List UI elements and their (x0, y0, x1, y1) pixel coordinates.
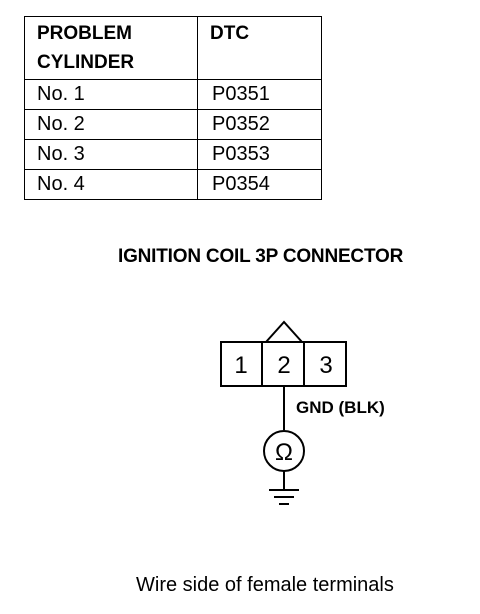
connector-key (265, 320, 303, 343)
header-dtc: DTC (197, 16, 322, 80)
table-header-row: PROBLEM CYLINDER DTC (24, 16, 322, 80)
table-row: No. 3 P0353 (24, 139, 322, 170)
table-row: No. 4 P0354 (24, 169, 322, 200)
pin-1-label: 1 (234, 352, 247, 379)
cylinder-cell: No. 3 (24, 139, 198, 170)
connector-title: IGNITION COIL 3P CONNECTOR (118, 246, 404, 267)
pin-2-label: 2 (277, 352, 290, 379)
dtc-cell: P0351 (197, 79, 322, 110)
dtc-table: PROBLEM CYLINDER DTC No. 1 P0351 No. 2 P… (24, 16, 322, 200)
cylinder-cell: No. 4 (24, 169, 198, 200)
table-row: No. 1 P0351 (24, 79, 322, 110)
table-row: No. 2 P0352 (24, 109, 322, 140)
dtc-cell: P0354 (197, 169, 322, 200)
cylinder-cell: No. 1 (24, 79, 198, 110)
ground-icon (269, 489, 299, 505)
dtc-cell: P0353 (197, 139, 322, 170)
header-problem-cylinder: PROBLEM CYLINDER (24, 16, 198, 80)
pin-3-label: 3 (319, 352, 332, 379)
view-caption: Wire side of female terminals (136, 574, 394, 596)
ohm-symbol: Ω (275, 439, 293, 466)
ground-label: GND (BLK) (296, 398, 385, 417)
connector-body (220, 341, 347, 387)
